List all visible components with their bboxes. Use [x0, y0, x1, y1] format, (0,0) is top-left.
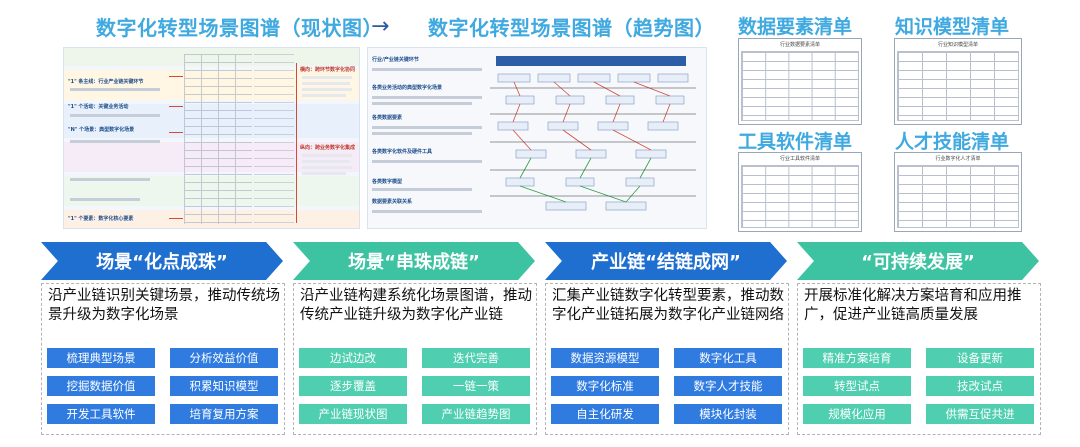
table-title: 行业数字化人才清单 — [935, 156, 981, 162]
stage-4-description: 开展标准化解决方案培育和应用推广，促进产业链高质量发展 — [804, 288, 1022, 323]
stage-4-title: “可持续发展” — [861, 252, 975, 273]
stage-1-banner: 场景“化点成珠” — [41, 242, 283, 280]
stage-2-card: 沿产业链构建系统化场景图谱，推动传统产业链升级为数字化产业链 边试边改 迭代完善… — [293, 283, 537, 435]
stage-4-card: 开展标准化解决方案培育和应用推广，促进产业链高质量发展 精准方案培育 设备更新 … — [797, 283, 1041, 435]
stage-3-tag: 模块化封装 — [674, 404, 782, 424]
current-map-title: 数字化转型场景图谱（现状图） — [96, 16, 383, 40]
stage-2-tag: 边试边改 — [299, 348, 407, 368]
trend-row-label: 各类数据要素 — [372, 115, 403, 121]
stage-3-card: 汇集产业链数字化转型要素，推动数字化产业链拓展为数字化产业链网络 数据资源模型 … — [545, 283, 789, 435]
stage-3-tag: 数字化标准 — [551, 376, 659, 396]
right-arrow-icon: → — [371, 14, 390, 39]
stage-4-tag: 供需互促共进 — [926, 404, 1034, 424]
list-title-tools: 工具软件清单 — [738, 131, 853, 153]
stage-2-banner: 场景“串珠成链” — [293, 242, 535, 280]
stage-1-card: 沿产业链识别关键场景，推动传统场景升级为数字化场景 梳理典型场景 分析效益价值 … — [41, 283, 285, 435]
current-map-image: "1" 条主线：行业产业链关键环节 "1" 个活动：关键业务活动 "N" 个场景… — [63, 47, 360, 229]
data-elements-table: 行业数据要素清单 — [738, 38, 862, 125]
stage-2-tag: 逐步覆盖 — [299, 376, 407, 396]
stage-1-tag: 分析效益价值 — [170, 348, 278, 368]
current-row-label: "1" 个要素：数字化核心要素 — [68, 216, 134, 222]
stage-3-tag: 数据资源模型 — [551, 348, 659, 368]
list-title-talent: 人才技能清单 — [895, 131, 1010, 153]
trend-row-label: 数据要素关联关系 — [372, 199, 413, 205]
stage-3-tag: 数字化工具 — [674, 348, 782, 368]
stage-4-tag: 设备更新 — [926, 348, 1034, 368]
tools-software-table: 行业工具软件清单 — [738, 152, 862, 232]
stage-1-tag: 挖掘数据价值 — [47, 376, 155, 396]
talent-skills-table: 行业数字化人才清单 — [894, 152, 1022, 232]
table-title: 行业数据要素清单 — [779, 42, 820, 48]
current-row-label: "1" 个活动：关键业务活动 — [68, 104, 129, 110]
stage-3-title: 产业链“结链成网” — [591, 252, 741, 273]
stage-4-tag: 技改试点 — [926, 376, 1034, 396]
stage-1-tag: 梳理典型场景 — [47, 348, 155, 368]
stage-1-title: 场景“化点成珠” — [96, 252, 228, 273]
list-title-knowledge: 知识模型清单 — [895, 16, 1010, 38]
current-row-label: "1" 条主线：行业产业链关键环节 — [68, 79, 144, 85]
stage-3-tag: 数字人才技能 — [674, 376, 782, 396]
stage-4-tag: 规模化应用 — [803, 404, 911, 424]
table-title: 行业工具软件清单 — [779, 156, 820, 162]
trend-row-label: 各类数字化软件及硬件工具 — [372, 149, 433, 155]
stage-2-tag: 产业链现状图 — [299, 404, 407, 424]
trend-map-image: 行业/产业链关键环节 各类业务活动的典型数字化场景 各类数据要素 各类数字化软件… — [367, 47, 707, 229]
table-title: 行业知识模型清单 — [937, 42, 978, 48]
stage-4-tag: 精准方案培育 — [803, 348, 911, 368]
stage-1-tag: 积累知识模型 — [170, 376, 278, 396]
stage-2-tag: 迭代完善 — [422, 348, 530, 368]
stage-4-tag: 转型试点 — [803, 376, 911, 396]
stage-2-title: 场景“串珠成链” — [348, 252, 480, 273]
stage-1-description: 沿产业链识别关键场景，推动传统场景升级为数字化场景 — [48, 288, 280, 323]
stage-2-description: 沿产业链构建系统化场景图谱，推动传统产业链升级为数字化产业链 — [300, 288, 532, 323]
trend-row-label: 行业/产业链关键环节 — [372, 57, 419, 63]
stage-3-tag: 自主化研发 — [551, 404, 659, 424]
trend-network-diagram — [490, 56, 696, 211]
stage-3-description: 汇集产业链数字化转型要素，推动数字化产业链拓展为数字化产业链网络 — [552, 288, 784, 323]
stage-2-tag: 一链一策 — [422, 376, 530, 396]
current-side-label: 横向：跨环节数字化协同 — [300, 67, 356, 73]
trend-row-label: 各类数字模型 — [372, 179, 403, 185]
current-side-label: 纵向：跨业务数字化集成 — [300, 145, 356, 151]
stage-2-tag: 产业链趋势图 — [422, 404, 530, 424]
stage-1-tag: 培育复用方案 — [170, 404, 278, 424]
trend-row-label: 各类业务活动的典型数字化场景 — [372, 85, 443, 91]
trend-map-title: 数字化转型场景图谱（趋势图） — [428, 16, 715, 40]
stage-4-banner: “可持续发展” — [797, 242, 1039, 280]
knowledge-models-table: 行业知识模型清单 — [894, 38, 1022, 125]
list-title-data: 数据要素清单 — [738, 16, 853, 38]
current-row-label: "N" 个场景：典型数字化场景 — [68, 127, 135, 133]
stage-3-banner: 产业链“结链成网” — [545, 242, 787, 280]
stage-1-tag: 开发工具软件 — [47, 404, 155, 424]
